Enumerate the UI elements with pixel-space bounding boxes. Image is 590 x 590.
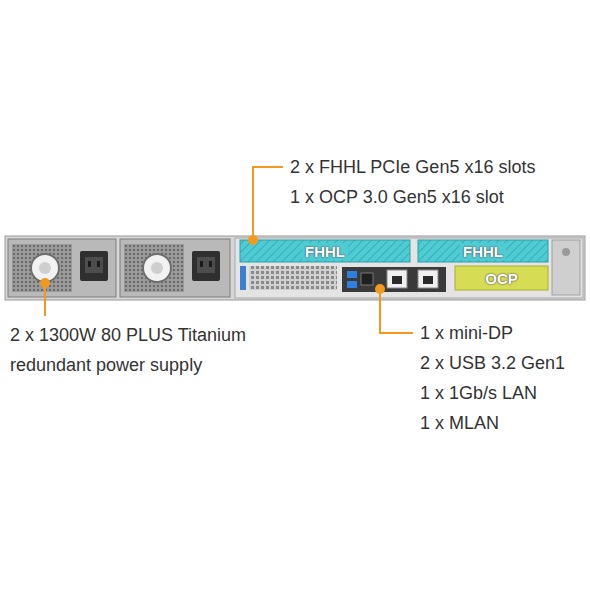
callout-text: 1 x MLAN bbox=[420, 408, 499, 438]
pcie-slot bbox=[418, 240, 548, 262]
rear-io-ports bbox=[342, 267, 446, 292]
pcie-slot bbox=[240, 240, 410, 262]
psu bbox=[120, 239, 230, 297]
id-button bbox=[240, 266, 246, 290]
callout-text: 2 x 1300W 80 PLUS Titanium redundant pow… bbox=[10, 320, 295, 380]
slot-label-box: OCP bbox=[455, 266, 548, 290]
chassis bbox=[5, 236, 585, 300]
callout-text: 1 x OCP 3.0 Gen5 x16 slot bbox=[290, 182, 504, 212]
psu bbox=[8, 239, 116, 297]
io-panel bbox=[235, 238, 583, 298]
ocp-slot bbox=[455, 266, 548, 290]
callout-text: 1 x mini-DP bbox=[420, 318, 513, 348]
callout-text: 2 x USB 3.2 Gen1 bbox=[420, 348, 565, 378]
slot-label-box: FHHL bbox=[418, 240, 548, 262]
bracket bbox=[552, 240, 580, 295]
slot-label: FHHL bbox=[302, 243, 348, 260]
vent bbox=[249, 266, 337, 290]
screw bbox=[562, 248, 570, 256]
slot-label-box: FHHL bbox=[240, 240, 410, 262]
callout-dot bbox=[40, 235, 385, 294]
callout-text: 1 x 1Gb/s LAN bbox=[420, 378, 537, 408]
slot-label: OCP bbox=[482, 270, 521, 287]
callout-text: 2 x FHHL PCIe Gen5 x16 slots bbox=[290, 152, 535, 182]
slot-label: FHHL bbox=[460, 243, 506, 260]
